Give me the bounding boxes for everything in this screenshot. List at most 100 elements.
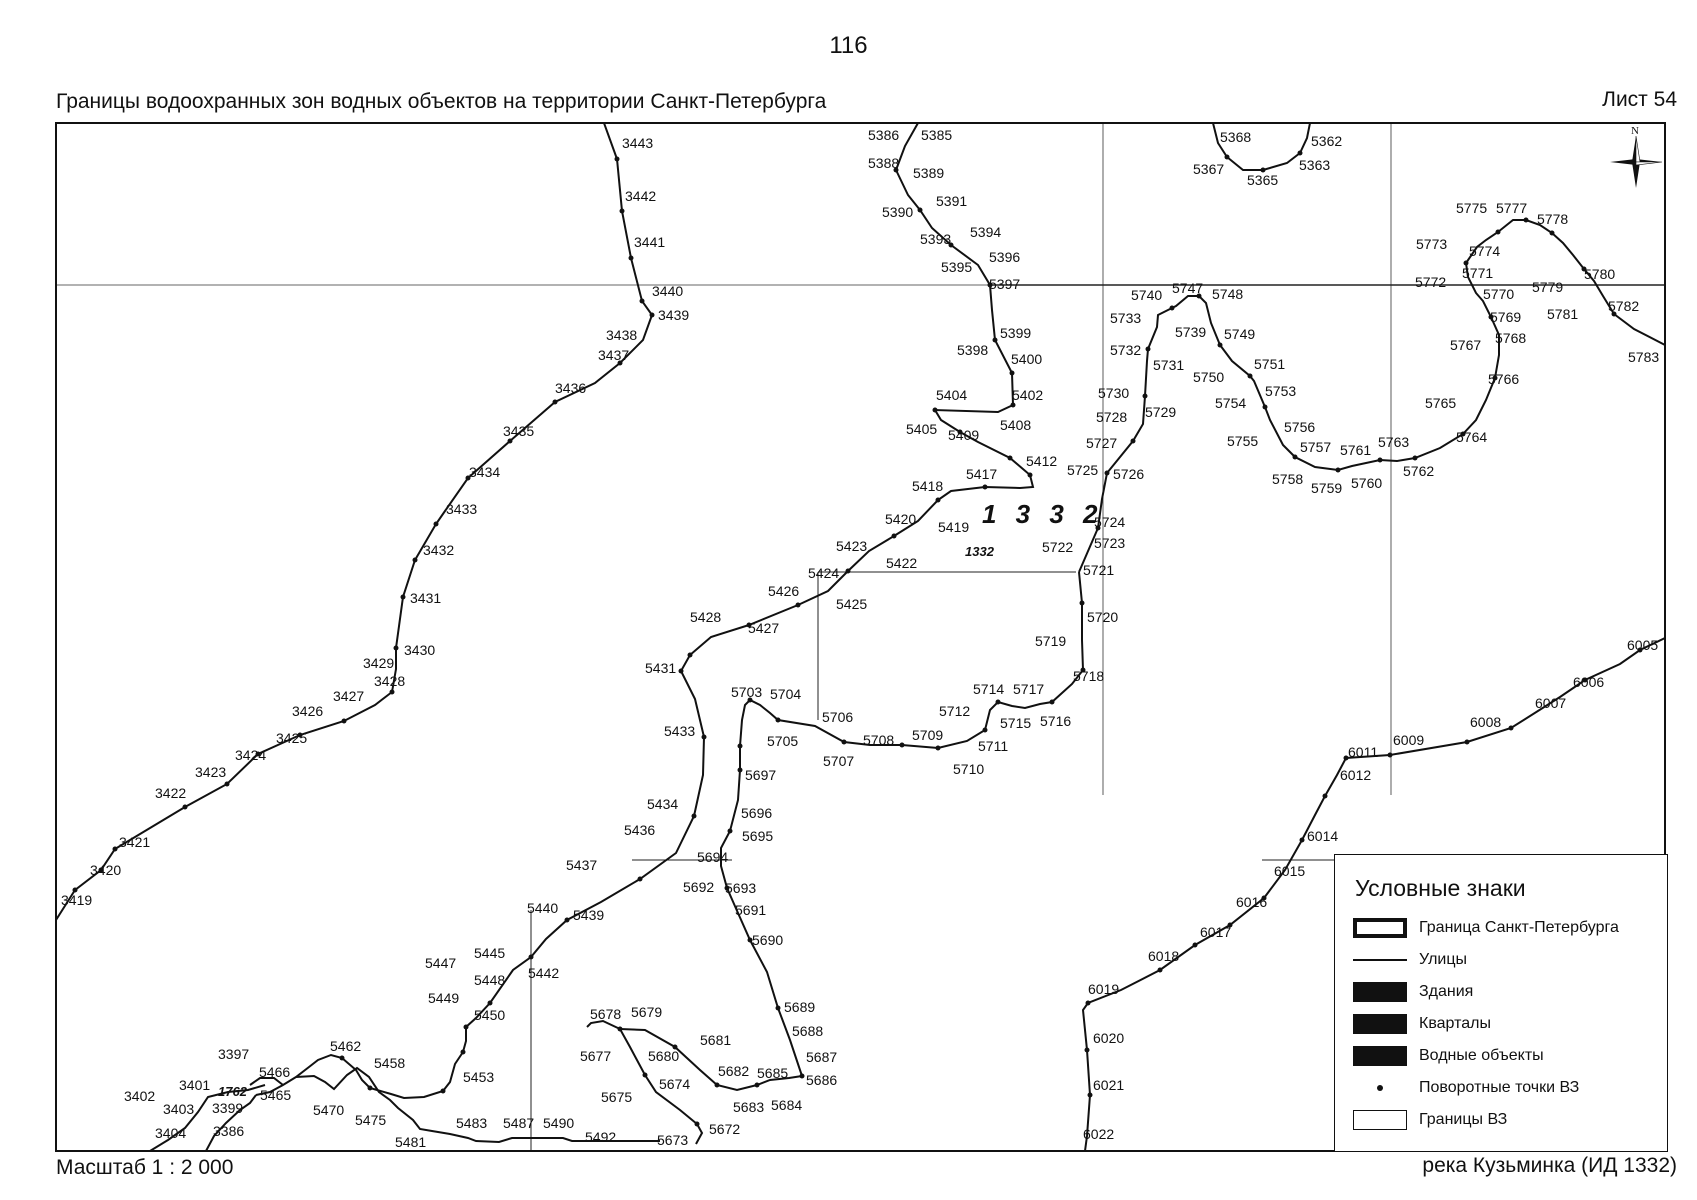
point-label: 5400 [1011, 351, 1042, 367]
point-label: 5757 [1300, 439, 1331, 455]
point-label: 5678 [590, 1006, 621, 1022]
point-label: 5686 [806, 1072, 837, 1088]
sheet-grid [56, 123, 1665, 795]
point-label: 5763 [1378, 434, 1409, 450]
point-label: 3433 [446, 501, 477, 517]
point-label: 5747 [1172, 280, 1203, 296]
point-label: 3429 [363, 655, 394, 671]
point-label: 6021 [1093, 1077, 1124, 1093]
point-label: 5709 [912, 727, 943, 743]
point-label: 5704 [770, 686, 801, 702]
point-label: 5418 [912, 478, 943, 494]
point-label: 5428 [690, 609, 721, 625]
point-label: 6017 [1200, 924, 1231, 940]
point-label: 3439 [658, 307, 689, 323]
point-label: 5412 [1026, 453, 1057, 469]
point-label: 5732 [1110, 342, 1141, 358]
point-label: 3438 [606, 327, 637, 343]
object-id-small: 1332 [965, 544, 995, 559]
point-label: 5727 [1086, 435, 1117, 451]
point-label: 5696 [741, 805, 772, 821]
point-label: 5675 [601, 1089, 632, 1105]
water-objects-symbol [1353, 1046, 1407, 1066]
point-label: 5715 [1000, 715, 1031, 731]
point-label: 5706 [822, 709, 853, 725]
point-label: 5733 [1110, 310, 1141, 326]
point-label: 5689 [784, 999, 815, 1015]
point-label: 5679 [631, 1004, 662, 1020]
map-content [56, 123, 1665, 1151]
point-label: 5708 [863, 732, 894, 748]
legend-label: Улицы [1419, 951, 1468, 968]
point-label: 5753 [1265, 383, 1296, 399]
blocks-symbol [1353, 1014, 1407, 1034]
point-label: 5391 [936, 193, 967, 209]
point-label: 3440 [652, 283, 683, 299]
point-label: 5448 [474, 972, 505, 988]
point-label: 5481 [395, 1134, 426, 1150]
point-label: 5750 [1193, 369, 1224, 385]
point-label: 5769 [1490, 309, 1521, 325]
point-label: 5730 [1098, 385, 1129, 401]
legend-label: Границы ВЗ [1419, 1111, 1508, 1128]
legend-title: Условные знаки [1355, 875, 1526, 901]
point-label: 5368 [1220, 129, 1251, 145]
point-label: 5714 [973, 681, 1004, 697]
point-label: 5362 [1311, 133, 1342, 149]
point-label: 5756 [1284, 419, 1315, 435]
point-label: 5761 [1340, 442, 1371, 458]
point-label: 5439 [573, 907, 604, 923]
point-label: 3404 [155, 1125, 186, 1141]
point-label: 6014 [1307, 828, 1338, 844]
point-label: 6005 [1627, 637, 1658, 653]
map-title: Границы водоохранных зон водных объектов… [56, 90, 827, 113]
point-label: 5719 [1035, 633, 1066, 649]
point-label: 6007 [1535, 695, 1566, 711]
point-label: 5681 [700, 1032, 731, 1048]
point-label: 5674 [659, 1076, 690, 1092]
point-label: 5487 [503, 1115, 534, 1131]
legend-item-streets: Улицы [1353, 949, 1467, 971]
point-label: 3421 [119, 834, 150, 850]
point-label: 5755 [1227, 433, 1258, 449]
point-label: 5723 [1094, 535, 1125, 551]
point-label: 5718 [1073, 668, 1104, 684]
point-label: 5772 [1415, 274, 1446, 290]
point-label: 5405 [906, 421, 937, 437]
point-label: 5462 [330, 1038, 361, 1054]
point-label: 5694 [697, 849, 728, 865]
point-label: 3403 [163, 1101, 194, 1117]
point-label: 3435 [503, 423, 534, 439]
point-label: 3434 [469, 464, 500, 480]
point-label: 5779 [1532, 279, 1563, 295]
point-label: 5433 [664, 723, 695, 739]
point-label: 5781 [1547, 306, 1578, 322]
point-label: 5365 [1247, 172, 1278, 188]
point-label: 5399 [1000, 325, 1031, 341]
point-label: 3436 [555, 380, 586, 396]
point-label: 5398 [957, 342, 988, 358]
legend-item-wz-borders: Границы ВЗ [1353, 1109, 1507, 1131]
legend-item-city-border: Граница Санкт-Петербурга [1353, 917, 1619, 939]
point-label: 3424 [235, 747, 266, 763]
point-label: 6012 [1340, 767, 1371, 783]
point-label: 5419 [938, 519, 969, 535]
point-label: 5740 [1131, 287, 1162, 303]
point-label: 5774 [1469, 243, 1500, 259]
point-label: 6020 [1093, 1030, 1124, 1046]
point-label: 5775 [1456, 200, 1487, 216]
point-label: 5417 [966, 466, 997, 482]
point-label: 5492 [585, 1129, 616, 1145]
wz-border-symbol [1353, 1110, 1407, 1130]
point-label: 5388 [868, 155, 899, 171]
point-label: 5396 [989, 249, 1020, 265]
point-label: 5685 [757, 1065, 788, 1081]
legend-label: Здания [1419, 983, 1474, 1000]
point-label: 5725 [1067, 462, 1098, 478]
point-label: 5423 [836, 538, 867, 554]
point-label: 5767 [1450, 337, 1481, 353]
point-label: 3425 [276, 730, 307, 746]
point-label: 5437 [566, 857, 597, 873]
point-label: 5722 [1042, 539, 1073, 555]
point-label: 5703 [731, 684, 762, 700]
